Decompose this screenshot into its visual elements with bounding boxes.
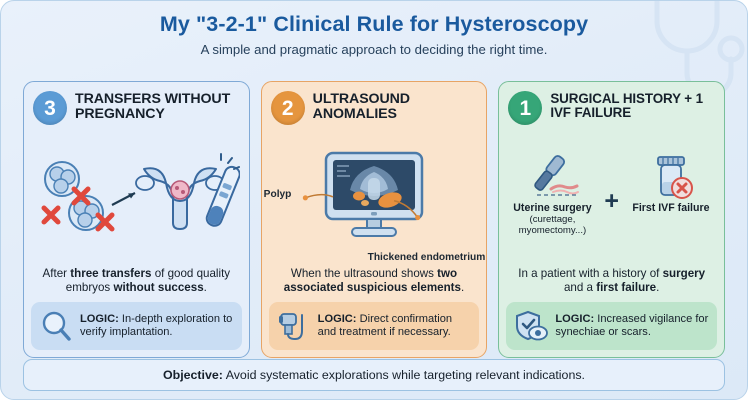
logic-label: LOGIC: xyxy=(555,312,595,325)
logic-text: LOGIC: Direct confirmation and treatment… xyxy=(318,313,472,340)
embryo-icon xyxy=(68,194,105,231)
card-description: After three transfers of good quality em… xyxy=(42,266,231,294)
rule-card-2-ultrasound[interactable]: 2 ULTRASOUND ANOMALIES xyxy=(260,81,488,358)
embryo-uterus-test-illustration xyxy=(41,152,241,232)
plus-icon: + xyxy=(604,187,619,216)
footer-text: Objective: Avoid systematic explorations… xyxy=(163,368,585,382)
footer-body: Avoid systematic explorations while targ… xyxy=(225,368,585,382)
pair-caption: First IVF failure xyxy=(632,202,710,215)
red-cross-icon xyxy=(676,182,688,194)
pair-caption-main: Uterine surgery xyxy=(513,202,592,215)
specimen-jar-icon xyxy=(657,156,693,200)
card-title: TRANSFERS WITHOUT PREGNANCY xyxy=(75,91,231,123)
card-title: ULTRASOUND ANOMALIES xyxy=(312,91,410,123)
card-title: SURGICAL HISTORY + 1 IVF FAILURE xyxy=(550,91,703,121)
card-illustration: Polyp Thickened endometrium xyxy=(262,125,487,267)
ultrasound-probe-icon xyxy=(278,313,303,341)
card-illustration: Uterine surgery (curettage, myomectomy..… xyxy=(499,125,724,267)
shield-check-eye-icon xyxy=(516,310,549,341)
red-cross-icon xyxy=(41,186,115,232)
logic-strip: LOGIC: Direct confirmation and treatment… xyxy=(268,302,480,350)
magnifying-glass-icon xyxy=(42,311,71,341)
rule-card-3-transfers[interactable]: 3 TRANSFERS WITHOUT PREGNANCY xyxy=(23,81,250,358)
pair-ivf-failure: First IVF failure xyxy=(626,155,716,215)
scalpel-icon xyxy=(534,155,580,196)
rule-number-badge: 1 xyxy=(508,91,543,125)
icon-pair-group: Uterine surgery (curettage, myomectomy..… xyxy=(499,155,724,236)
logic-text: LOGIC: Increased vigilance for synechiae… xyxy=(555,313,709,340)
page-subtitle: A simple and pragmatic approach to decid… xyxy=(200,41,548,57)
logic-label: LOGIC: xyxy=(80,312,119,325)
logic-strip: LOGIC: In-depth exploration to verify im… xyxy=(31,302,242,350)
annotation-leader-lines xyxy=(302,193,420,221)
pregnancy-test-icon xyxy=(206,165,241,227)
polyp-marker-icon xyxy=(353,191,365,201)
page-title: My "3-2-1" Clinical Rule for Hysteroscop… xyxy=(159,12,589,36)
rule-cards-row: 3 TRANSFERS WITHOUT PREGNANCY xyxy=(23,81,726,358)
logic-body: In-depth exploration to verify implantat… xyxy=(80,312,233,338)
card-header: 2 ULTRASOUND ANOMALIES xyxy=(262,82,487,125)
card-description: When the ultrasound shows two associated… xyxy=(283,266,465,294)
rule-number-badge: 3 xyxy=(33,91,67,125)
endometrium-marker-icon xyxy=(378,192,402,208)
card-header: 1 SURGICAL HISTORY + 1 IVF FAILURE xyxy=(499,82,724,125)
annotation-endometrium: Thickened endometrium xyxy=(367,251,486,263)
embryo-icon xyxy=(44,160,81,197)
pair-caption-sub: (curettage, myomectomy...) xyxy=(518,214,587,236)
pair-uterine-surgery: Uterine surgery (curettage, myomectomy..… xyxy=(508,155,598,236)
pair-caption: Uterine surgery (curettage, myomectomy..… xyxy=(508,202,598,236)
logic-strip: LOGIC: Increased vigilance for synechiae… xyxy=(506,302,718,350)
logic-label: LOGIC: xyxy=(317,312,357,325)
pair-caption-main: First IVF failure xyxy=(632,202,710,215)
rule-number-badge: 2 xyxy=(270,91,305,125)
logic-body: Increased vigilance for synechiae or sca… xyxy=(555,312,709,338)
objective-footer: Objective: Avoid systematic explorations… xyxy=(23,359,725,391)
ultrasound-monitor-icon xyxy=(324,151,424,237)
rule-card-1-surgical-history[interactable]: 1 SURGICAL HISTORY + 1 IVF FAILURE xyxy=(498,81,726,358)
logic-body: Direct confirmation and treatment if nec… xyxy=(317,312,453,338)
card-description: In a patient with a history of surgery a… xyxy=(518,266,706,294)
poster-header: My "3-2-1" Clinical Rule for Hysteroscop… xyxy=(1,12,747,57)
logic-text: LOGIC: In-depth exploration to verify im… xyxy=(80,313,234,340)
card-illustration xyxy=(24,125,249,267)
card-header: 3 TRANSFERS WITHOUT PREGNANCY xyxy=(24,82,249,125)
annotation-polyp: Polyp xyxy=(263,188,292,200)
footer-label: Objective: xyxy=(163,368,223,382)
